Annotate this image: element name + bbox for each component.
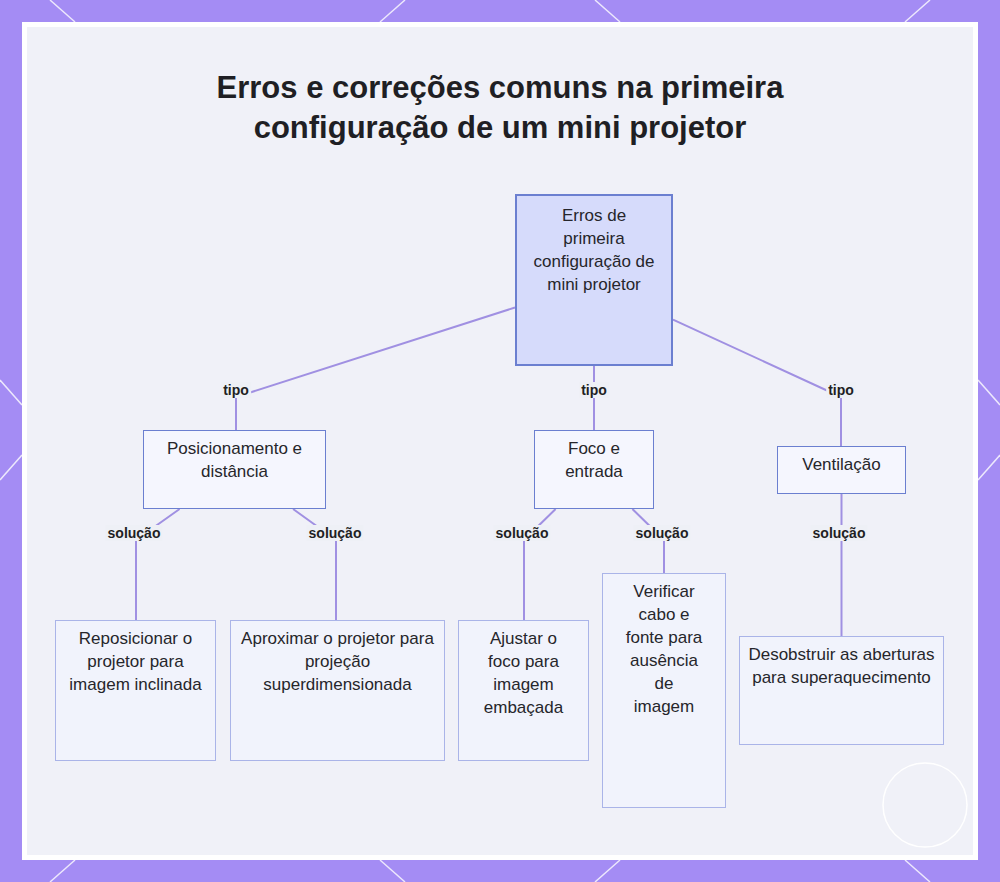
root-box: Erros de primeira configuração de mini p…	[515, 194, 673, 366]
edge-label: solução	[106, 525, 163, 541]
category-box: Posicionamento e distância	[143, 430, 326, 509]
edge-label: tipo	[221, 382, 251, 398]
connector	[236, 308, 515, 430]
panel	[27, 27, 973, 855]
node-text: Verificar cabo e fonte para ausência de …	[625, 580, 703, 718]
connector	[632, 509, 664, 573]
node-text: Foco e entrada	[551, 437, 637, 483]
node-text: Ventilação	[802, 453, 880, 476]
edge-label: tipo	[826, 382, 856, 398]
edge-label: tipo	[579, 382, 609, 398]
node-text: Desobstruir as aberturas para superaquec…	[748, 643, 935, 689]
solution-box: Desobstruir as aberturas para superaquec…	[739, 636, 944, 745]
diagram-title: Erros e correções comuns na primeira con…	[150, 68, 850, 148]
node-text: Reposicionar o projetor para imagem incl…	[68, 627, 203, 696]
node-text: Erros de primeira configuração de mini p…	[529, 204, 659, 296]
solution-box: Ajustar o foco para imagem embaçada	[458, 620, 589, 761]
connector	[673, 320, 841, 446]
edge-label: solução	[634, 525, 691, 541]
solution-box: Aproximar o projetor para projeção super…	[230, 620, 445, 761]
solution-box: Verificar cabo e fonte para ausência de …	[602, 573, 726, 808]
category-box: Foco e entrada	[534, 430, 654, 509]
connector	[593, 366, 595, 430]
node-text: Posicionamento e distância	[158, 437, 311, 483]
solution-box: Reposicionar o projetor para imagem incl…	[55, 620, 216, 761]
connector	[841, 494, 843, 636]
node-text: Aproximar o projetor para projeção super…	[235, 627, 440, 696]
panel-border	[22, 22, 978, 860]
edge-label: solução	[494, 525, 551, 541]
node-text: Ajustar o foco para imagem embaçada	[477, 627, 570, 719]
category-box: Ventilação	[777, 446, 906, 494]
panel-wash	[27, 27, 973, 855]
logo-circle	[883, 763, 967, 847]
edge-label: solução	[307, 525, 364, 541]
edge-label: solução	[811, 525, 868, 541]
